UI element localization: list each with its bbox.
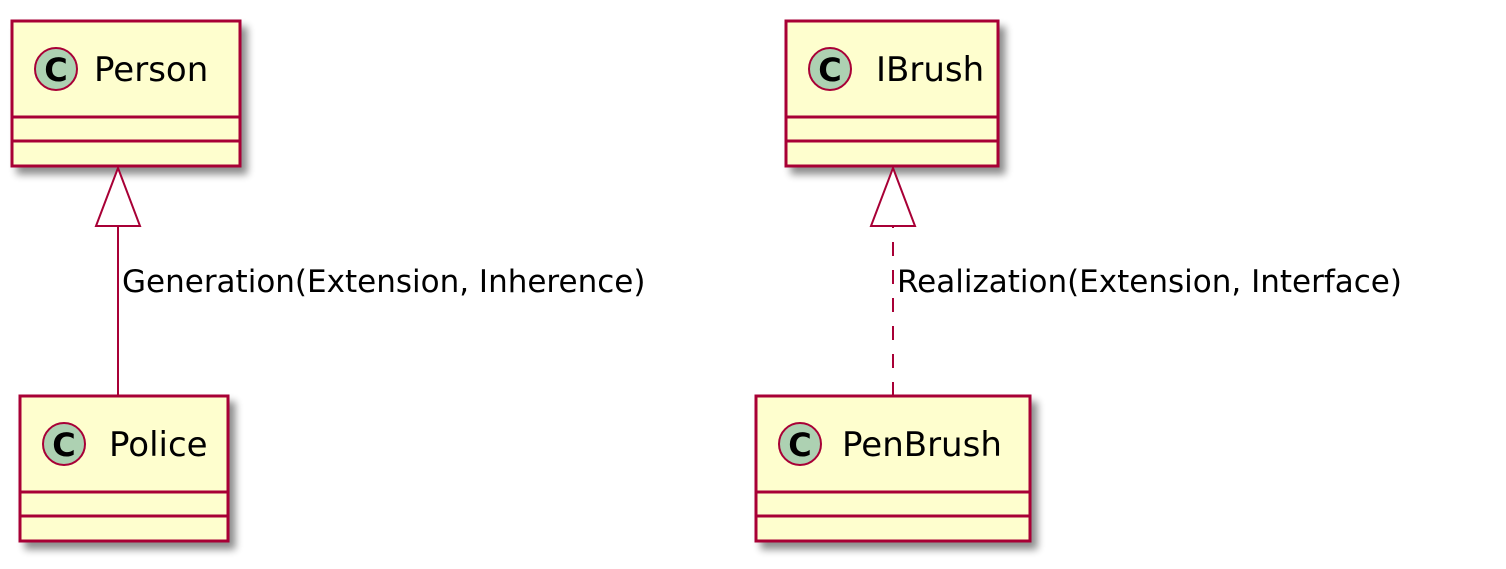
class-box [784,19,1000,168]
relation-label: Realization(Extension, Interface) [897,264,1402,300]
class-box [754,394,1032,543]
class-stereotype-icon [778,422,822,466]
stereotype-letter: C [788,426,811,464]
class-name: Person [94,50,208,90]
hollow-triangle-arrowhead-icon [94,165,142,227]
class-person[interactable]: C Person [10,19,242,168]
class-name: PenBrush [842,425,1002,465]
stereotype-letter: C [818,51,841,89]
relation-realization[interactable]: Realization(Extension, Interface) [869,165,1402,396]
class-police[interactable]: C Police [18,394,230,543]
class-stereotype-icon [34,47,78,91]
class-stereotype-icon [42,422,86,466]
class-box [10,19,242,168]
stereotype-letter: C [52,426,75,464]
class-stereotype-icon [808,47,852,91]
class-name: Police [109,425,208,465]
hollow-triangle-arrowhead-icon [869,165,917,227]
stereotype-letter: C [44,51,67,89]
class-penbrush[interactable]: C PenBrush [754,394,1032,543]
class-ibrush[interactable]: C IBrush [784,19,1000,168]
relation-generalization[interactable]: Generation(Extension, Inherence) [94,165,645,396]
class-name: IBrush [876,50,984,90]
relation-label: Generation(Extension, Inherence) [122,264,645,300]
class-box [18,394,230,543]
